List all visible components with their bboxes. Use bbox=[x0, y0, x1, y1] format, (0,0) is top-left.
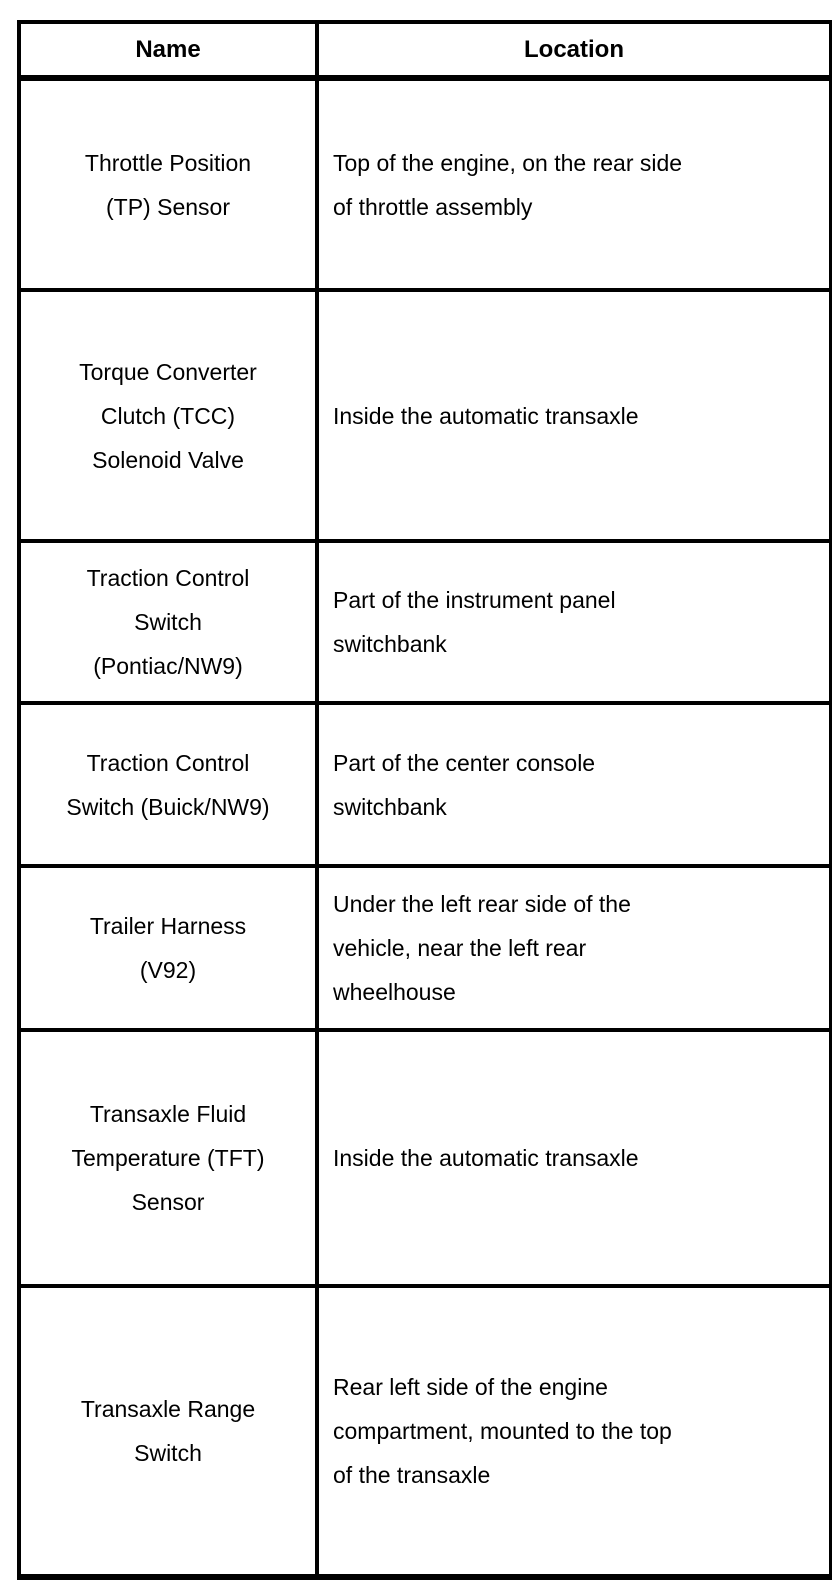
table-row: Traction Control Switch (Pontiac/NW9) Pa… bbox=[17, 539, 832, 705]
name-cell: Traction Control Switch (Buick/NW9) bbox=[17, 701, 319, 868]
name-cell: Throttle Position (TP) Sensor bbox=[17, 76, 319, 292]
location-cell: Part of the center console switchbank bbox=[315, 701, 832, 868]
location-cell: Top of the engine, on the rear side of t… bbox=[315, 76, 832, 292]
component-location-table: Name Location Throttle Position (TP) Sen… bbox=[17, 20, 832, 1580]
location-cell: Part of the instrument panel switchbank bbox=[315, 539, 832, 705]
location-cell: Rear left side of the engine compartment… bbox=[315, 1284, 832, 1580]
name-cell: Traction Control Switch (Pontiac/NW9) bbox=[17, 539, 319, 705]
table-row: Torque Converter Clutch (TCC) Solenoid V… bbox=[17, 288, 832, 543]
location-cell: Under the left rear side of the vehicle,… bbox=[315, 864, 832, 1032]
column-header-name: Name bbox=[17, 20, 319, 81]
table-row: Throttle Position (TP) Sensor Top of the… bbox=[17, 76, 832, 292]
column-header-location: Location bbox=[315, 20, 832, 81]
table-row: Transaxle Range Switch Rear left side of… bbox=[17, 1284, 832, 1580]
name-cell: Transaxle Range Switch bbox=[17, 1284, 319, 1580]
table-header-row: Name Location bbox=[17, 20, 832, 81]
table-row: Transaxle Fluid Temperature (TFT) Sensor… bbox=[17, 1028, 832, 1288]
name-cell: Transaxle Fluid Temperature (TFT) Sensor bbox=[17, 1028, 319, 1288]
name-cell: Torque Converter Clutch (TCC) Solenoid V… bbox=[17, 288, 319, 543]
table-row: Traction Control Switch (Buick/NW9) Part… bbox=[17, 701, 832, 868]
table-row: Trailer Harness (V92) Under the left rea… bbox=[17, 864, 832, 1032]
location-cell: Inside the automatic transaxle bbox=[315, 1028, 832, 1288]
location-cell: Inside the automatic transaxle bbox=[315, 288, 832, 543]
name-cell: Trailer Harness (V92) bbox=[17, 864, 319, 1032]
